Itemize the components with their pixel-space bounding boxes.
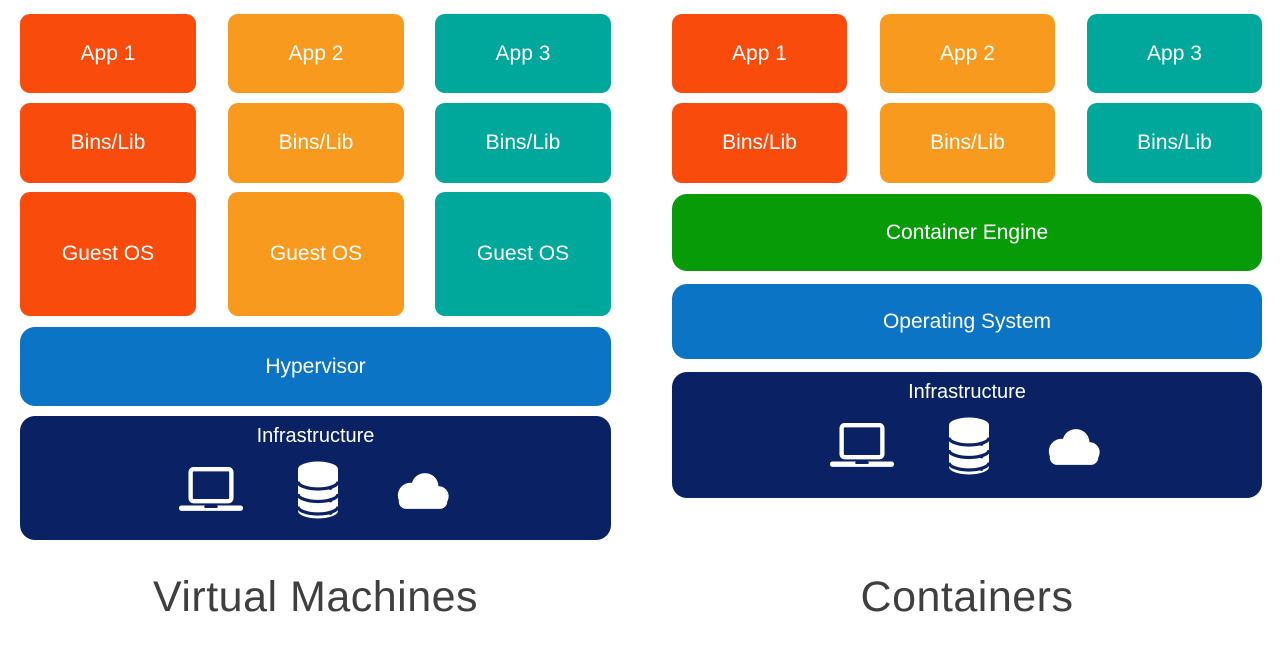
container-bins-lib-3-box: Bins/Lib (1087, 103, 1262, 183)
vm-guest-os-1-label: Guest OS (61, 242, 155, 266)
container-engine-bar: Container Engine (672, 194, 1262, 271)
containers-infrastructure-bar: Infrastructure (672, 372, 1262, 498)
vm-bins-lib-2-label: Bins/Lib (278, 131, 354, 155)
database-icon (296, 461, 339, 519)
containers-infrastructure-label: Infrastructure (908, 381, 1026, 403)
laptop-icon (178, 466, 243, 511)
vm-guest-os-3-box: Guest OS (435, 192, 611, 316)
container-bins-lib-3-label: Bins/Lib (1137, 131, 1212, 155)
container-bins-lib-2-box: Bins/Lib (880, 103, 1055, 183)
vm-infrastructure-icons (178, 461, 453, 519)
vm-app-2-label: App 2 (288, 41, 344, 65)
container-bins-lib-1-box: Bins/Lib (672, 103, 847, 183)
cloud-icon (1048, 428, 1100, 465)
database-icon (948, 417, 990, 475)
hypervisor-label: Hypervisor (265, 354, 366, 378)
vm-infrastructure-bar: Infrastructure (20, 416, 611, 540)
laptop-icon (830, 422, 894, 467)
vm-app-1-label: App 1 (80, 41, 136, 65)
vm-app-1-box: App 1 (20, 14, 196, 93)
container-app-2-box: App 2 (880, 14, 1055, 93)
hypervisor-bar: Hypervisor (20, 327, 611, 406)
containers-title: Containers (860, 573, 1074, 621)
vm-app-3-label: App 3 (495, 41, 551, 65)
vm-infrastructure-label: Infrastructure (256, 425, 375, 447)
cloud-icon (397, 472, 449, 509)
vm-bins-lib-3-label: Bins/Lib (485, 131, 561, 155)
operating-system-label: Operating System (882, 309, 1052, 333)
vm-guest-os-2-box: Guest OS (228, 192, 404, 316)
container-bins-lib-1-label: Bins/Lib (722, 131, 797, 155)
container-bins-lib-2-label: Bins/Lib (930, 131, 1005, 155)
container-app-3-box: App 3 (1087, 14, 1262, 93)
vm-guest-os-2-label: Guest OS (269, 242, 363, 266)
vm-app-2-box: App 2 (228, 14, 404, 93)
container-engine-label: Container Engine (885, 220, 1049, 244)
container-app-2-label: App 2 (940, 41, 995, 65)
vm-title: Virtual Machines (152, 573, 479, 621)
vm-app-3-box: App 3 (435, 14, 611, 93)
vm-bins-lib-2-box: Bins/Lib (228, 103, 404, 183)
container-app-3-label: App 3 (1147, 41, 1202, 65)
vm-guest-os-3-label: Guest OS (476, 242, 570, 266)
container-app-1-label: App 1 (732, 41, 787, 65)
vm-guest-os-1-box: Guest OS (20, 192, 196, 316)
vm-bins-lib-1-box: Bins/Lib (20, 103, 196, 183)
container-app-1-box: App 1 (672, 14, 847, 93)
vm-bins-lib-1-label: Bins/Lib (70, 131, 146, 155)
containers-infrastructure-icons (830, 417, 1104, 475)
operating-system-bar: Operating System (672, 284, 1262, 359)
vm-bins-lib-3-box: Bins/Lib (435, 103, 611, 183)
